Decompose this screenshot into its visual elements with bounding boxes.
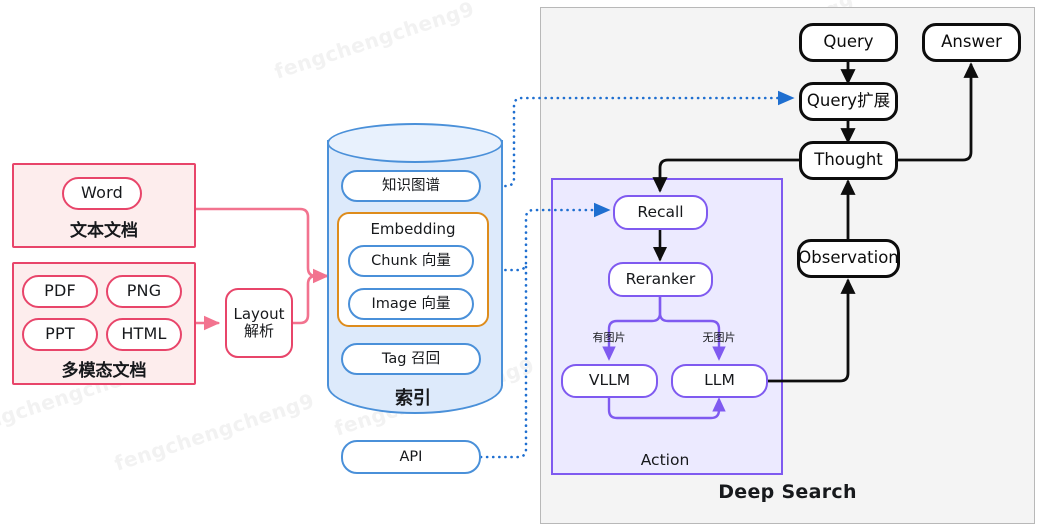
edge-vllm-to-llm: [607, 396, 726, 420]
node-reranker[interactable]: Reranker: [608, 262, 713, 297]
edge-thought-to-answer: [895, 62, 979, 162]
action-caption: Action: [640, 451, 690, 469]
edge-embedding-to-recall: [479, 202, 611, 272]
node-answer[interactable]: Answer: [922, 23, 1021, 62]
node-query-expand[interactable]: Query扩展: [799, 82, 898, 121]
index-item-knowledge-graph[interactable]: 知识图谱: [341, 170, 481, 202]
edge-reranker-split-right: [658, 295, 726, 361]
node-observation[interactable]: Observation: [797, 239, 900, 278]
node-query[interactable]: Query: [799, 23, 898, 62]
edge-thought-to-recall: [652, 158, 802, 193]
multimodal-doc-group-caption: 多模态文档: [61, 360, 147, 381]
doc-type-ppt[interactable]: PPT: [22, 318, 98, 351]
index-cylinder-top: [327, 123, 503, 163]
layout-parse-line1: Layout: [233, 304, 285, 323]
edge-layout-to-index: [291, 274, 329, 325]
embedding-item-image-vector[interactable]: Image 向量: [348, 288, 474, 320]
text-doc-group-caption: 文本文档: [70, 220, 138, 241]
embedding-group-title: Embedding: [370, 220, 456, 238]
edge-kg-to-query-expand: [479, 90, 795, 188]
doc-type-word[interactable]: Word: [62, 177, 142, 210]
index-item-tag-recall[interactable]: Tag 召回: [341, 343, 481, 375]
embedding-item-chunk-vector[interactable]: Chunk 向量: [348, 245, 474, 277]
doc-type-html[interactable]: HTML: [106, 318, 182, 351]
node-recall[interactable]: Recall: [613, 195, 708, 230]
layout-parse-line2: 解析: [243, 322, 274, 340]
layout-parse-node[interactable]: Layout 解析: [225, 288, 293, 358]
doc-type-png[interactable]: PNG: [106, 275, 182, 308]
index-caption: 索引: [395, 388, 431, 409]
edge-api-to-recall: [479, 260, 528, 459]
branch-label-no-image: 无图片: [702, 331, 736, 344]
node-thought[interactable]: Thought: [799, 141, 898, 180]
api-node[interactable]: API: [341, 440, 481, 474]
node-vllm[interactable]: VLLM: [561, 364, 658, 398]
deep-search-caption: Deep Search: [718, 481, 857, 503]
node-llm[interactable]: LLM: [671, 364, 768, 398]
doc-type-pdf[interactable]: PDF: [22, 275, 98, 308]
branch-label-has-image: 有图片: [592, 331, 626, 344]
edge-llm-to-observation: [766, 278, 856, 383]
